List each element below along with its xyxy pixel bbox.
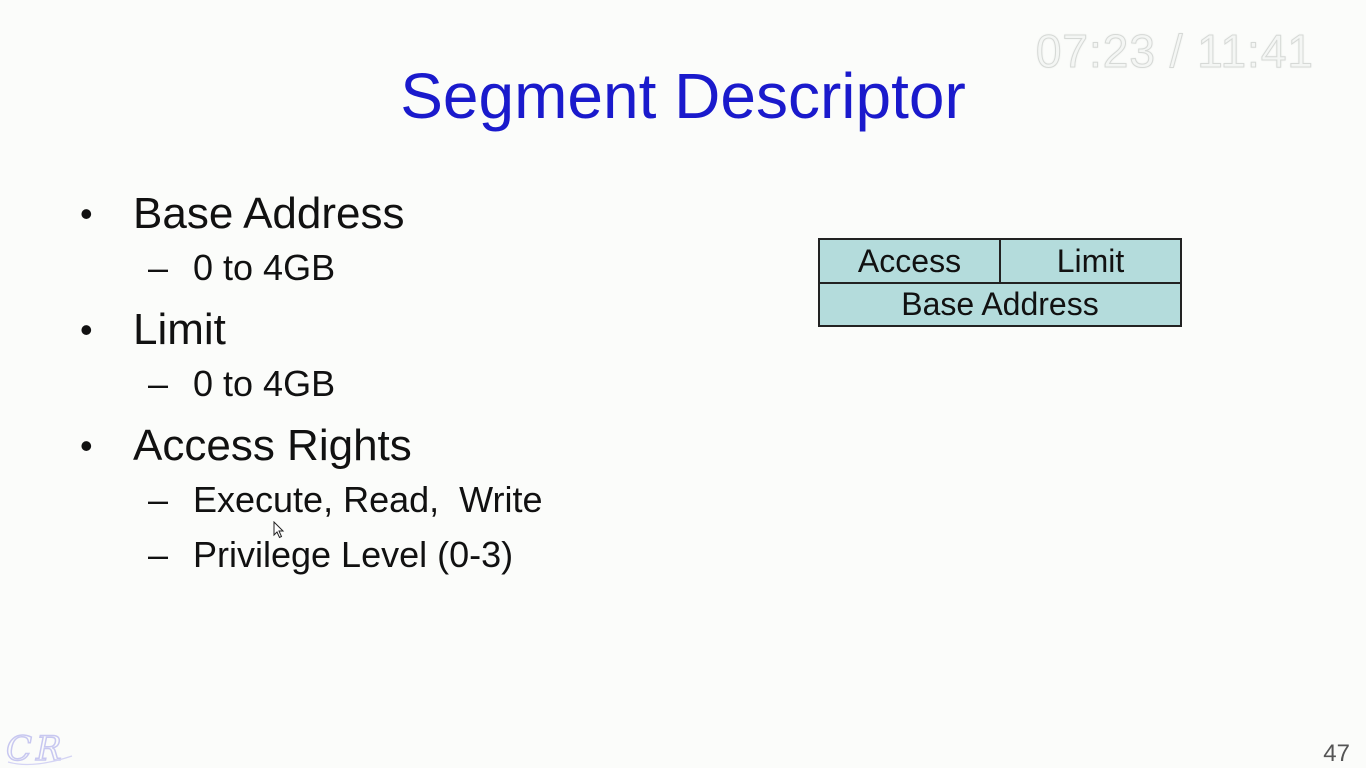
bullet-item-base-address: • Base Address xyxy=(80,186,760,242)
dash-icon: – xyxy=(148,479,169,520)
bullet-icon: • xyxy=(80,309,93,350)
bullet-item-access-rights: • Access Rights xyxy=(80,418,760,474)
sub-item-label: Execute, Read, Write xyxy=(193,479,543,520)
video-timestamp: 07:23 / 11:41 xyxy=(1035,25,1314,78)
slide-title: Segment Descriptor xyxy=(400,60,966,132)
dash-icon: – xyxy=(148,363,169,404)
access-field: Access xyxy=(857,242,962,279)
bullet-label: Limit xyxy=(133,305,226,354)
mouse-cursor-icon xyxy=(273,521,285,539)
sub-item: – 0 to 4GB xyxy=(80,246,760,290)
dash-icon: – xyxy=(148,534,169,575)
bullet-item-limit: • Limit xyxy=(80,302,760,358)
base-address-field: Base Address xyxy=(901,286,1099,322)
sub-item-label: 0 to 4GB xyxy=(193,247,336,288)
sub-item-label: 0 to 4GB xyxy=(193,363,336,404)
bullet-label: Access Rights xyxy=(133,421,412,470)
descriptor-top-row: Access Limit xyxy=(820,240,1180,282)
segment-descriptor-diagram: Access Limit Base Address xyxy=(818,238,1182,327)
bullet-icon: • xyxy=(80,193,93,234)
svg-text:CR: CR xyxy=(6,729,66,768)
dash-icon: – xyxy=(148,247,169,288)
page-number: 47 xyxy=(1323,740,1350,767)
sub-item: – Execute, Read, Write xyxy=(80,478,760,522)
sub-item: – 0 to 4GB xyxy=(80,362,760,406)
bullet-list: • Base Address – 0 to 4GB • Limit – 0 to… xyxy=(80,186,760,589)
sub-item-label: Privilege Level (0-3) xyxy=(193,534,514,575)
bullet-icon: • xyxy=(80,425,93,466)
sub-item: – Privilege Level (0-3) xyxy=(80,533,760,577)
descriptor-bottom-row: Base Address xyxy=(820,282,1180,325)
cr-logo: CR xyxy=(5,728,73,768)
bullet-label: Base Address xyxy=(133,189,405,238)
limit-field: Limit xyxy=(999,240,1180,282)
